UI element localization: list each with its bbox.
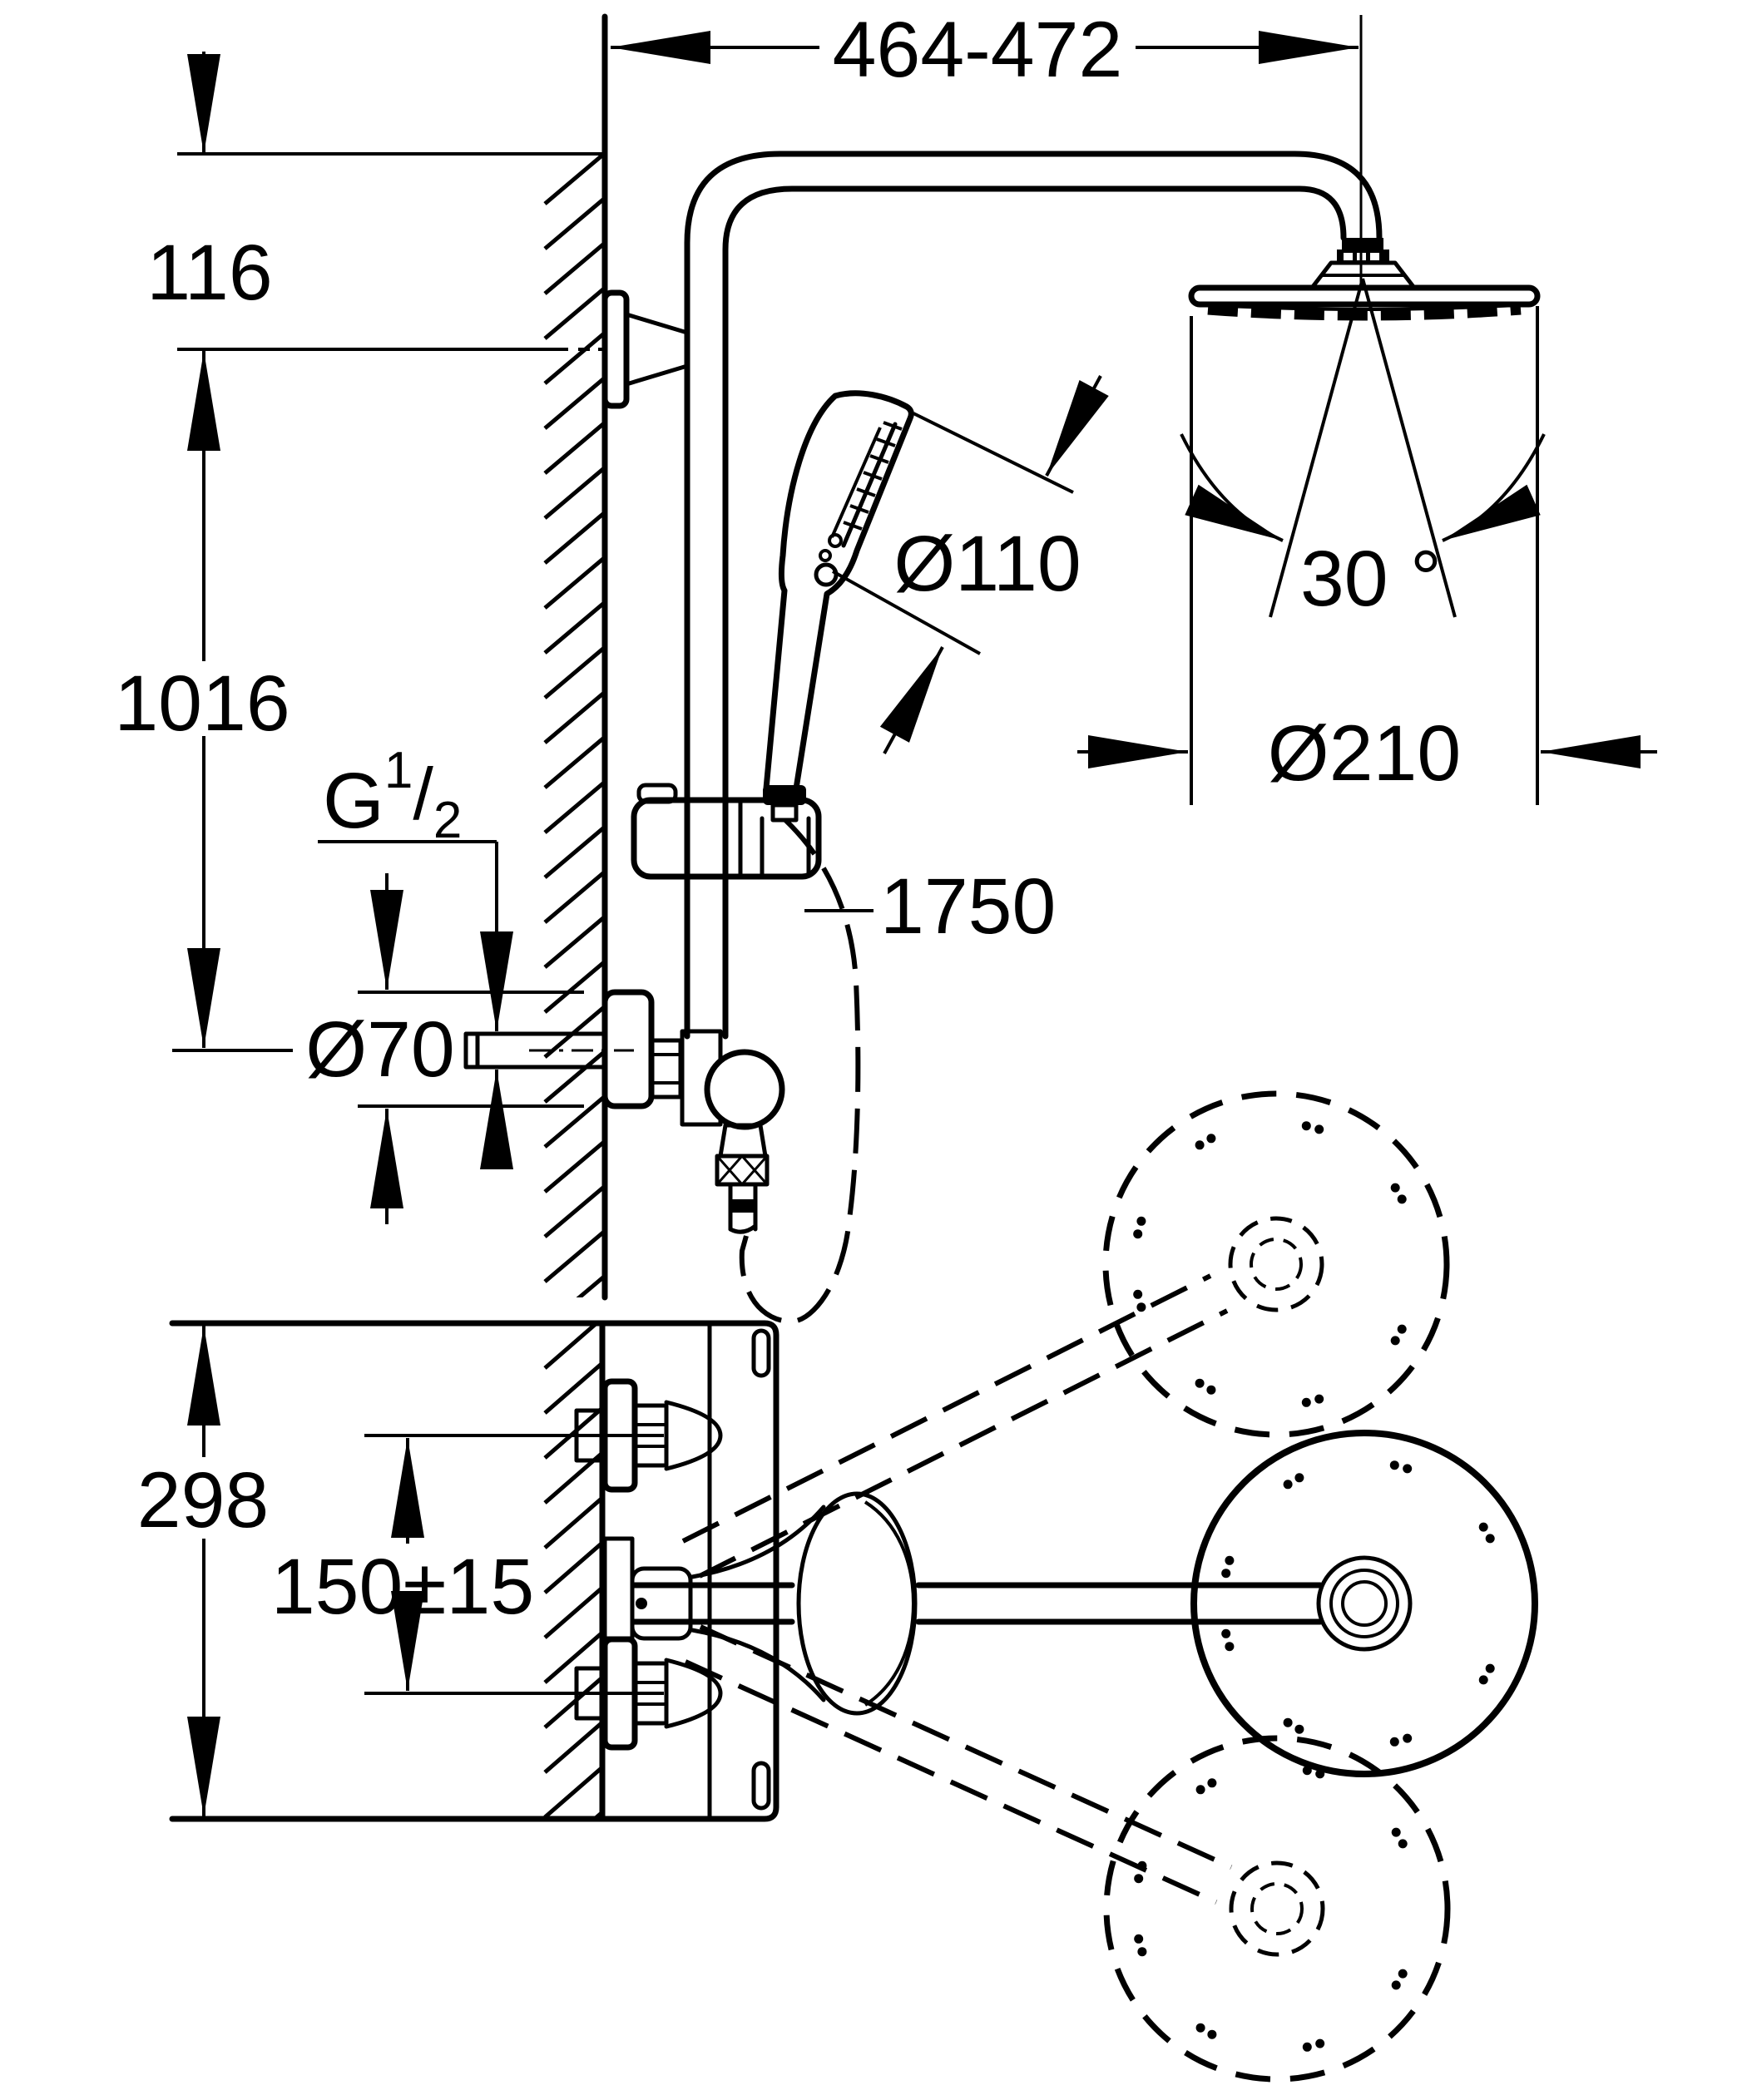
arm-rotation-dashed [681, 1273, 1233, 1905]
dimension-label-plan-height: 298 [137, 1456, 270, 1544]
wall-hatch-plan [543, 1323, 604, 1819]
shower-hose [739, 818, 861, 1324]
dim-supply-spacing: 150±15 [271, 1434, 664, 1695]
hand-shower-spray-hatch [843, 421, 903, 531]
dim-head-shower: Ø210 [1077, 306, 1657, 805]
nozzle-dots-down [1134, 1766, 1408, 2052]
angle-label: 30 ° [1300, 535, 1442, 623]
dim-top-offset: 116 [146, 52, 273, 466]
dimension-label-supply-spacing: 150±15 [271, 1543, 534, 1631]
valve-nut [649, 1038, 683, 1099]
rail-arm-inner [722, 185, 1347, 1040]
wall-union-cone [624, 312, 690, 387]
dim-hand-shower: Ø110 [832, 375, 1109, 754]
hand-shower [763, 390, 914, 823]
valve-knob [704, 1049, 785, 1130]
label-hose-length: 1750 [804, 862, 1056, 951]
hand-shower-connector [770, 803, 799, 823]
holder-fixture-plan [602, 1536, 693, 1641]
dimension-label-hand-shower: Ø110 [893, 520, 1081, 608]
head-fitting-nut [1342, 238, 1383, 250]
dimension-label-escutcheon: Ø70 [305, 1006, 455, 1094]
dim-plan-height: 298 [137, 1326, 270, 1816]
head-shower-nozzles [1207, 304, 1522, 321]
hand-shower-outline [763, 390, 914, 792]
wall-hatch-side [543, 154, 606, 1297]
dimension-label-rail-height: 1016 [114, 660, 290, 748]
wall-union-flange [601, 289, 630, 409]
nozzle-dots-centre [1221, 1460, 1495, 1747]
dimension-label-top-offset: 116 [146, 229, 272, 317]
dimension-label-head-shower: Ø210 [1268, 709, 1461, 798]
rail-arm-outer [684, 151, 1383, 1040]
plan-outline [169, 1320, 779, 1822]
valve-assembly [463, 818, 861, 1324]
hose-length-label: 1750 [880, 862, 1056, 951]
head-shower-plan-centre [1190, 1430, 1538, 1777]
dimension-label-width-range: 464-472 [833, 6, 1123, 94]
plan-view: 298 150±15 [137, 1090, 1538, 2083]
dim-width-range: 464-472 [611, 6, 1363, 288]
head-shower-plan-up [1102, 1090, 1450, 1438]
dim-escutcheon: Ø70 [305, 873, 584, 1224]
shower-arm-plan [631, 1582, 1324, 1625]
dim-head-angle: 30 ° [1180, 278, 1546, 623]
dim-thread: G1/2 [318, 742, 513, 1169]
side-view: 464-472 116 1016 Ø70 G1/2 [114, 6, 1657, 1324]
supply-stub [463, 1031, 607, 1070]
dim-rail-height: 1016 [114, 462, 293, 1052]
valve-outlet-neck [718, 1123, 768, 1159]
nozzle-dots-up [1133, 1121, 1407, 1407]
hand-shower-button [814, 562, 839, 587]
thread-label: G1/2 [323, 742, 462, 849]
slider-knob [636, 783, 678, 804]
head-shower-plan-down [1103, 1735, 1451, 2083]
hose-nut [715, 1154, 770, 1187]
